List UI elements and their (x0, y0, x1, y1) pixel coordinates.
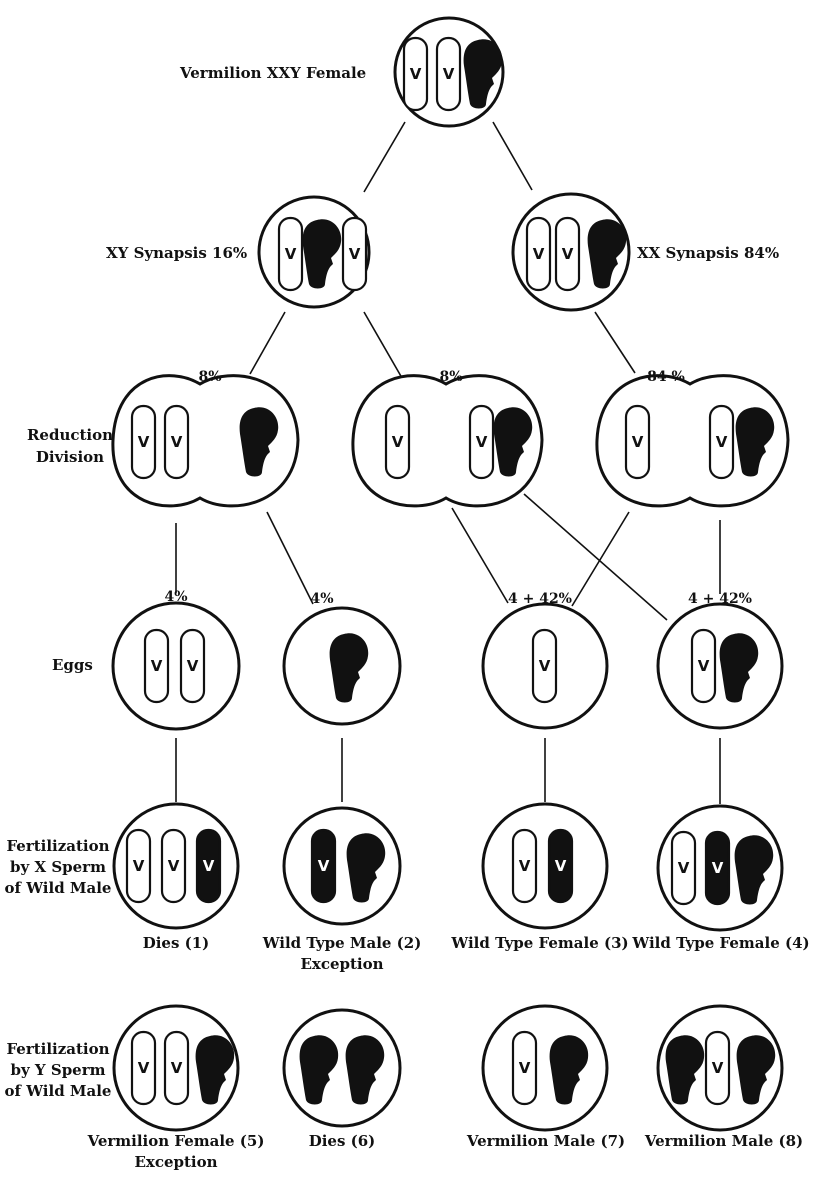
zygote-5: V V (112, 1004, 240, 1132)
pct-rd2: 8% (439, 369, 462, 385)
chr-v: V (168, 857, 180, 875)
chr-v: V (712, 859, 724, 877)
label-eggs: Eggs (52, 656, 93, 674)
label-xy-synapsis: XY Synapsis 16% (106, 244, 247, 262)
chr-v: V (133, 857, 145, 875)
chr-v: V (151, 657, 163, 675)
chr-v: V (698, 657, 710, 675)
egg-4: V (656, 602, 784, 730)
caption-6: Dies (6) (309, 1132, 376, 1150)
pct-egg4: 4 + 42% (688, 591, 752, 607)
chr-v: V (349, 245, 361, 263)
reduction-cell-1: V V (111, 374, 300, 508)
chr-v: V (712, 1059, 724, 1077)
label-fert-x-3: of Wild Male (5, 879, 112, 897)
chr-v: V (678, 859, 690, 877)
chr-v: V (171, 1059, 183, 1077)
chr-v: V (410, 65, 422, 83)
pct-egg3: 4 + 42% (508, 591, 572, 607)
label-fert-x-1: Fertilization (6, 837, 109, 855)
chr-v: V (187, 657, 199, 675)
caption-1: Dies (1) (143, 934, 210, 952)
zygote-3: V V (481, 802, 609, 930)
zygote-2: V (282, 806, 402, 926)
egg-2 (282, 606, 402, 726)
zygote-6 (282, 1008, 402, 1128)
chr-v: V (138, 1059, 150, 1077)
zygote-7: V (481, 1004, 609, 1132)
egg-3: V (481, 602, 609, 730)
caption-5-exception: Exception (134, 1153, 217, 1171)
egg-1: V V (111, 601, 241, 731)
chr-v: V (533, 245, 545, 263)
reduction-cell-2: V V (351, 374, 544, 508)
chr-v: V (539, 657, 551, 675)
label-fert-x-2: by X Sperm (10, 858, 106, 876)
chr-v: V (392, 433, 404, 451)
label-top: Vermilion XXY Female (179, 64, 366, 82)
label-fert-y-1: Fertilization (6, 1040, 109, 1058)
caption-3: Wild Type Female (3) (450, 934, 628, 952)
pct-rd3: 84 % (647, 369, 685, 385)
connector-lines (175, 121, 721, 804)
pct-egg2: 4% (310, 591, 333, 607)
caption-4: Wild Type Female (4) (631, 934, 809, 952)
chr-v: V (443, 65, 455, 83)
pct-rd1: 8% (198, 369, 221, 385)
chr-v: V (562, 245, 574, 263)
xy-synapsis-cell: V V (257, 195, 371, 309)
label-xx-synapsis: XX Synapsis 84% (637, 244, 779, 262)
chr-v: V (716, 433, 728, 451)
zygote-1: V V V (112, 802, 240, 930)
label-fert-y-2: by Y Sperm (11, 1061, 106, 1079)
label-fert-y-3: of Wild Male (5, 1082, 112, 1100)
chr-v: V (318, 857, 330, 875)
zygote-4: V V (656, 804, 784, 932)
label-reduction-2: Division (36, 448, 104, 466)
chr-v: V (138, 433, 150, 451)
caption-7: Vermilion Male (7) (466, 1132, 625, 1150)
caption-5: Vermilion Female (5) (87, 1132, 265, 1150)
pct-egg1: 4% (164, 589, 187, 605)
chr-v: V (285, 245, 297, 263)
caption-8: Vermilion Male (8) (644, 1132, 803, 1150)
chr-v: V (476, 433, 488, 451)
label-reduction-1: Reduction (27, 426, 113, 444)
caption-2-exception: Exception (300, 955, 383, 973)
reduction-cell-3: V V (595, 374, 790, 508)
top-cell: V V (393, 16, 505, 128)
caption-2: Wild Type Male (2) (262, 934, 422, 952)
chr-v: V (171, 433, 183, 451)
zygote-8: V (656, 1004, 784, 1132)
chr-v: V (519, 1059, 531, 1077)
chr-v: V (519, 857, 531, 875)
chr-v: V (555, 857, 567, 875)
chr-v: V (203, 857, 215, 875)
xx-synapsis-cell: V V (511, 192, 631, 312)
chr-v: V (632, 433, 644, 451)
